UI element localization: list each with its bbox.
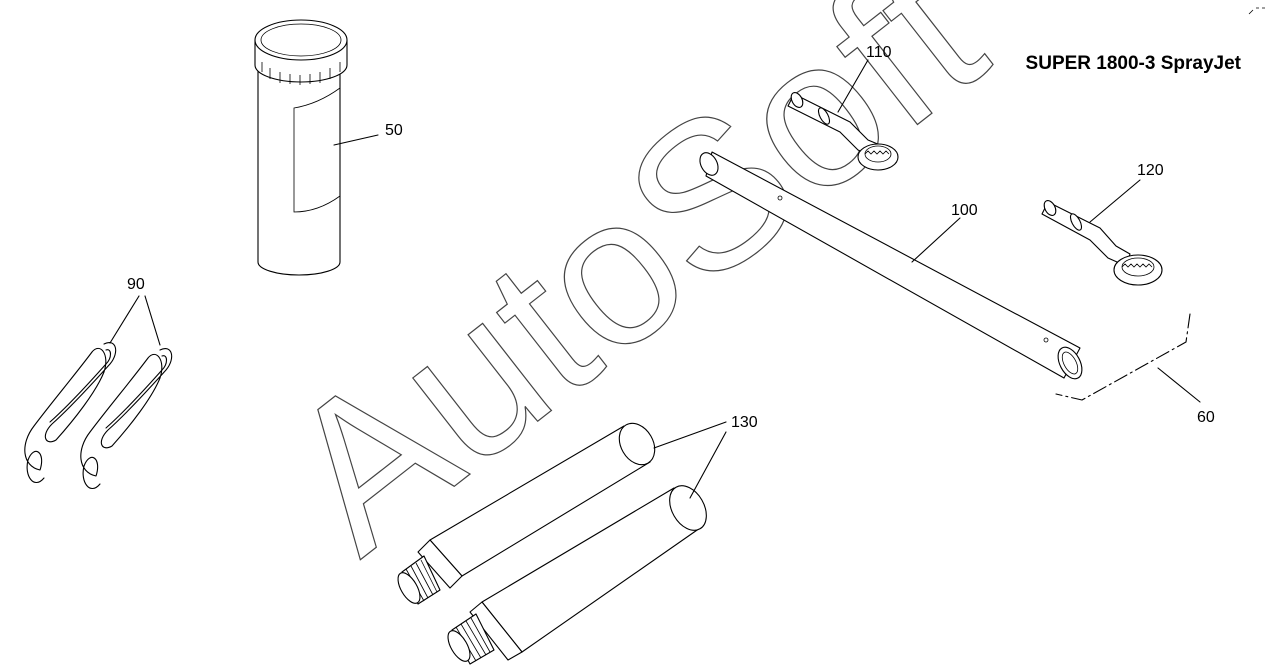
part-130-cylinder-lower[interactable]	[444, 479, 714, 665]
watermark-text: AutoSoft	[243, 0, 1022, 595]
callout-130: 130	[731, 414, 758, 431]
part-90-spring-clips[interactable]	[24, 295, 173, 490]
part-130-cylinder-upper[interactable]	[394, 417, 662, 607]
part-60-bracket	[1055, 313, 1201, 403]
part-100-rod[interactable]	[696, 150, 1087, 383]
callout-110: 110	[866, 44, 892, 61]
diagram-title: SUPER 1800-3 SprayJet	[1026, 53, 1242, 74]
callout-130-leaders	[653, 421, 727, 499]
callout-50: 50	[385, 122, 403, 139]
callout-120: 120	[1137, 162, 1164, 179]
part-50-canister[interactable]	[254, 19, 379, 276]
part-120-ring-spanner[interactable]	[1041, 179, 1163, 286]
callout-100: 100	[951, 202, 978, 219]
corner-mark	[1248, 7, 1265, 15]
part-110-ring-spanner[interactable]	[787, 59, 899, 171]
callout-60: 60	[1197, 409, 1215, 426]
callout-90: 90	[127, 276, 145, 293]
